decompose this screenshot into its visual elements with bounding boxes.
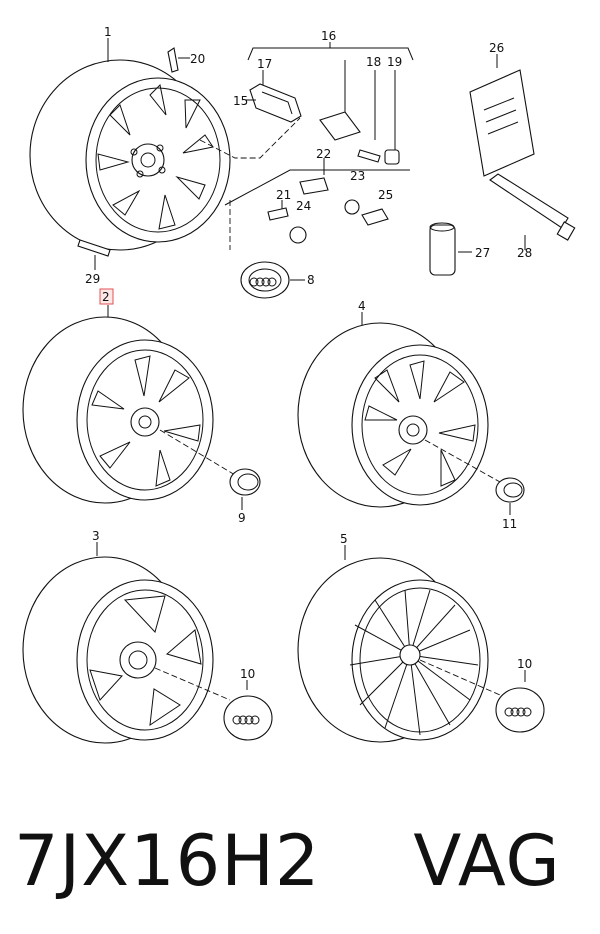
callout-24: 24 <box>296 199 311 213</box>
callout-15: 15 <box>233 94 248 108</box>
part-number: 7JX16H2 <box>14 820 321 902</box>
callout-10b: 10 <box>517 657 532 671</box>
callout-20: 20 <box>190 52 205 66</box>
callout-29: 29 <box>85 272 100 286</box>
callout-17: 17 <box>257 57 272 71</box>
part-29: 29 <box>77 239 111 286</box>
part-11: 11 <box>495 477 525 531</box>
callout-8: 8 <box>307 273 315 287</box>
part-10-a: 10 <box>223 667 273 741</box>
wheel-2: 2 <box>22 288 236 504</box>
callout-2: 2 <box>102 290 110 304</box>
wheel-3: 3 <box>22 529 231 744</box>
group-16: 16 <box>247 29 414 61</box>
callout-28: 28 <box>517 246 532 260</box>
wheel-5: 5 <box>297 532 501 743</box>
valve-group-16: 18 19 <box>319 55 402 165</box>
part-9: 9 <box>229 468 261 525</box>
callout-23: 23 <box>350 169 365 183</box>
callout-25: 25 <box>378 188 393 202</box>
part-27: 27 <box>429 222 490 276</box>
brand: VAG <box>413 820 561 902</box>
callout-1: 1 <box>104 25 112 39</box>
callout-3: 3 <box>92 529 100 543</box>
hardware-group: 22 21 24 23 25 <box>224 147 410 244</box>
part-8: 8 <box>229 200 315 299</box>
callout-16: 16 <box>321 29 336 43</box>
callout-26: 26 <box>489 41 504 55</box>
callout-19: 19 <box>387 55 402 69</box>
callout-5: 5 <box>340 532 348 546</box>
callout-10a: 10 <box>240 667 255 681</box>
part-28: 28 <box>489 173 576 260</box>
callout-11: 11 <box>502 517 517 531</box>
callout-27: 27 <box>475 246 490 260</box>
part-10-b: 10 <box>495 657 545 733</box>
callout-18: 18 <box>366 55 381 69</box>
part-caption: 7JX16H2 VAG <box>14 806 594 916</box>
callout-22: 22 <box>316 147 331 161</box>
parts-diagram: 1 20 29 16 17 15 18 19 <box>22 25 576 744</box>
tpms-sensor-15: 17 15 <box>233 57 302 123</box>
wheel-1: 1 <box>29 25 231 251</box>
highlight-box-2 <box>99 288 114 305</box>
callout-4: 4 <box>358 299 366 313</box>
callout-9: 9 <box>238 511 246 525</box>
callout-21: 21 <box>276 188 291 202</box>
valve-20: 20 <box>167 47 205 73</box>
wheel-4: 4 <box>297 299 501 508</box>
part-26: 26 <box>469 41 535 177</box>
